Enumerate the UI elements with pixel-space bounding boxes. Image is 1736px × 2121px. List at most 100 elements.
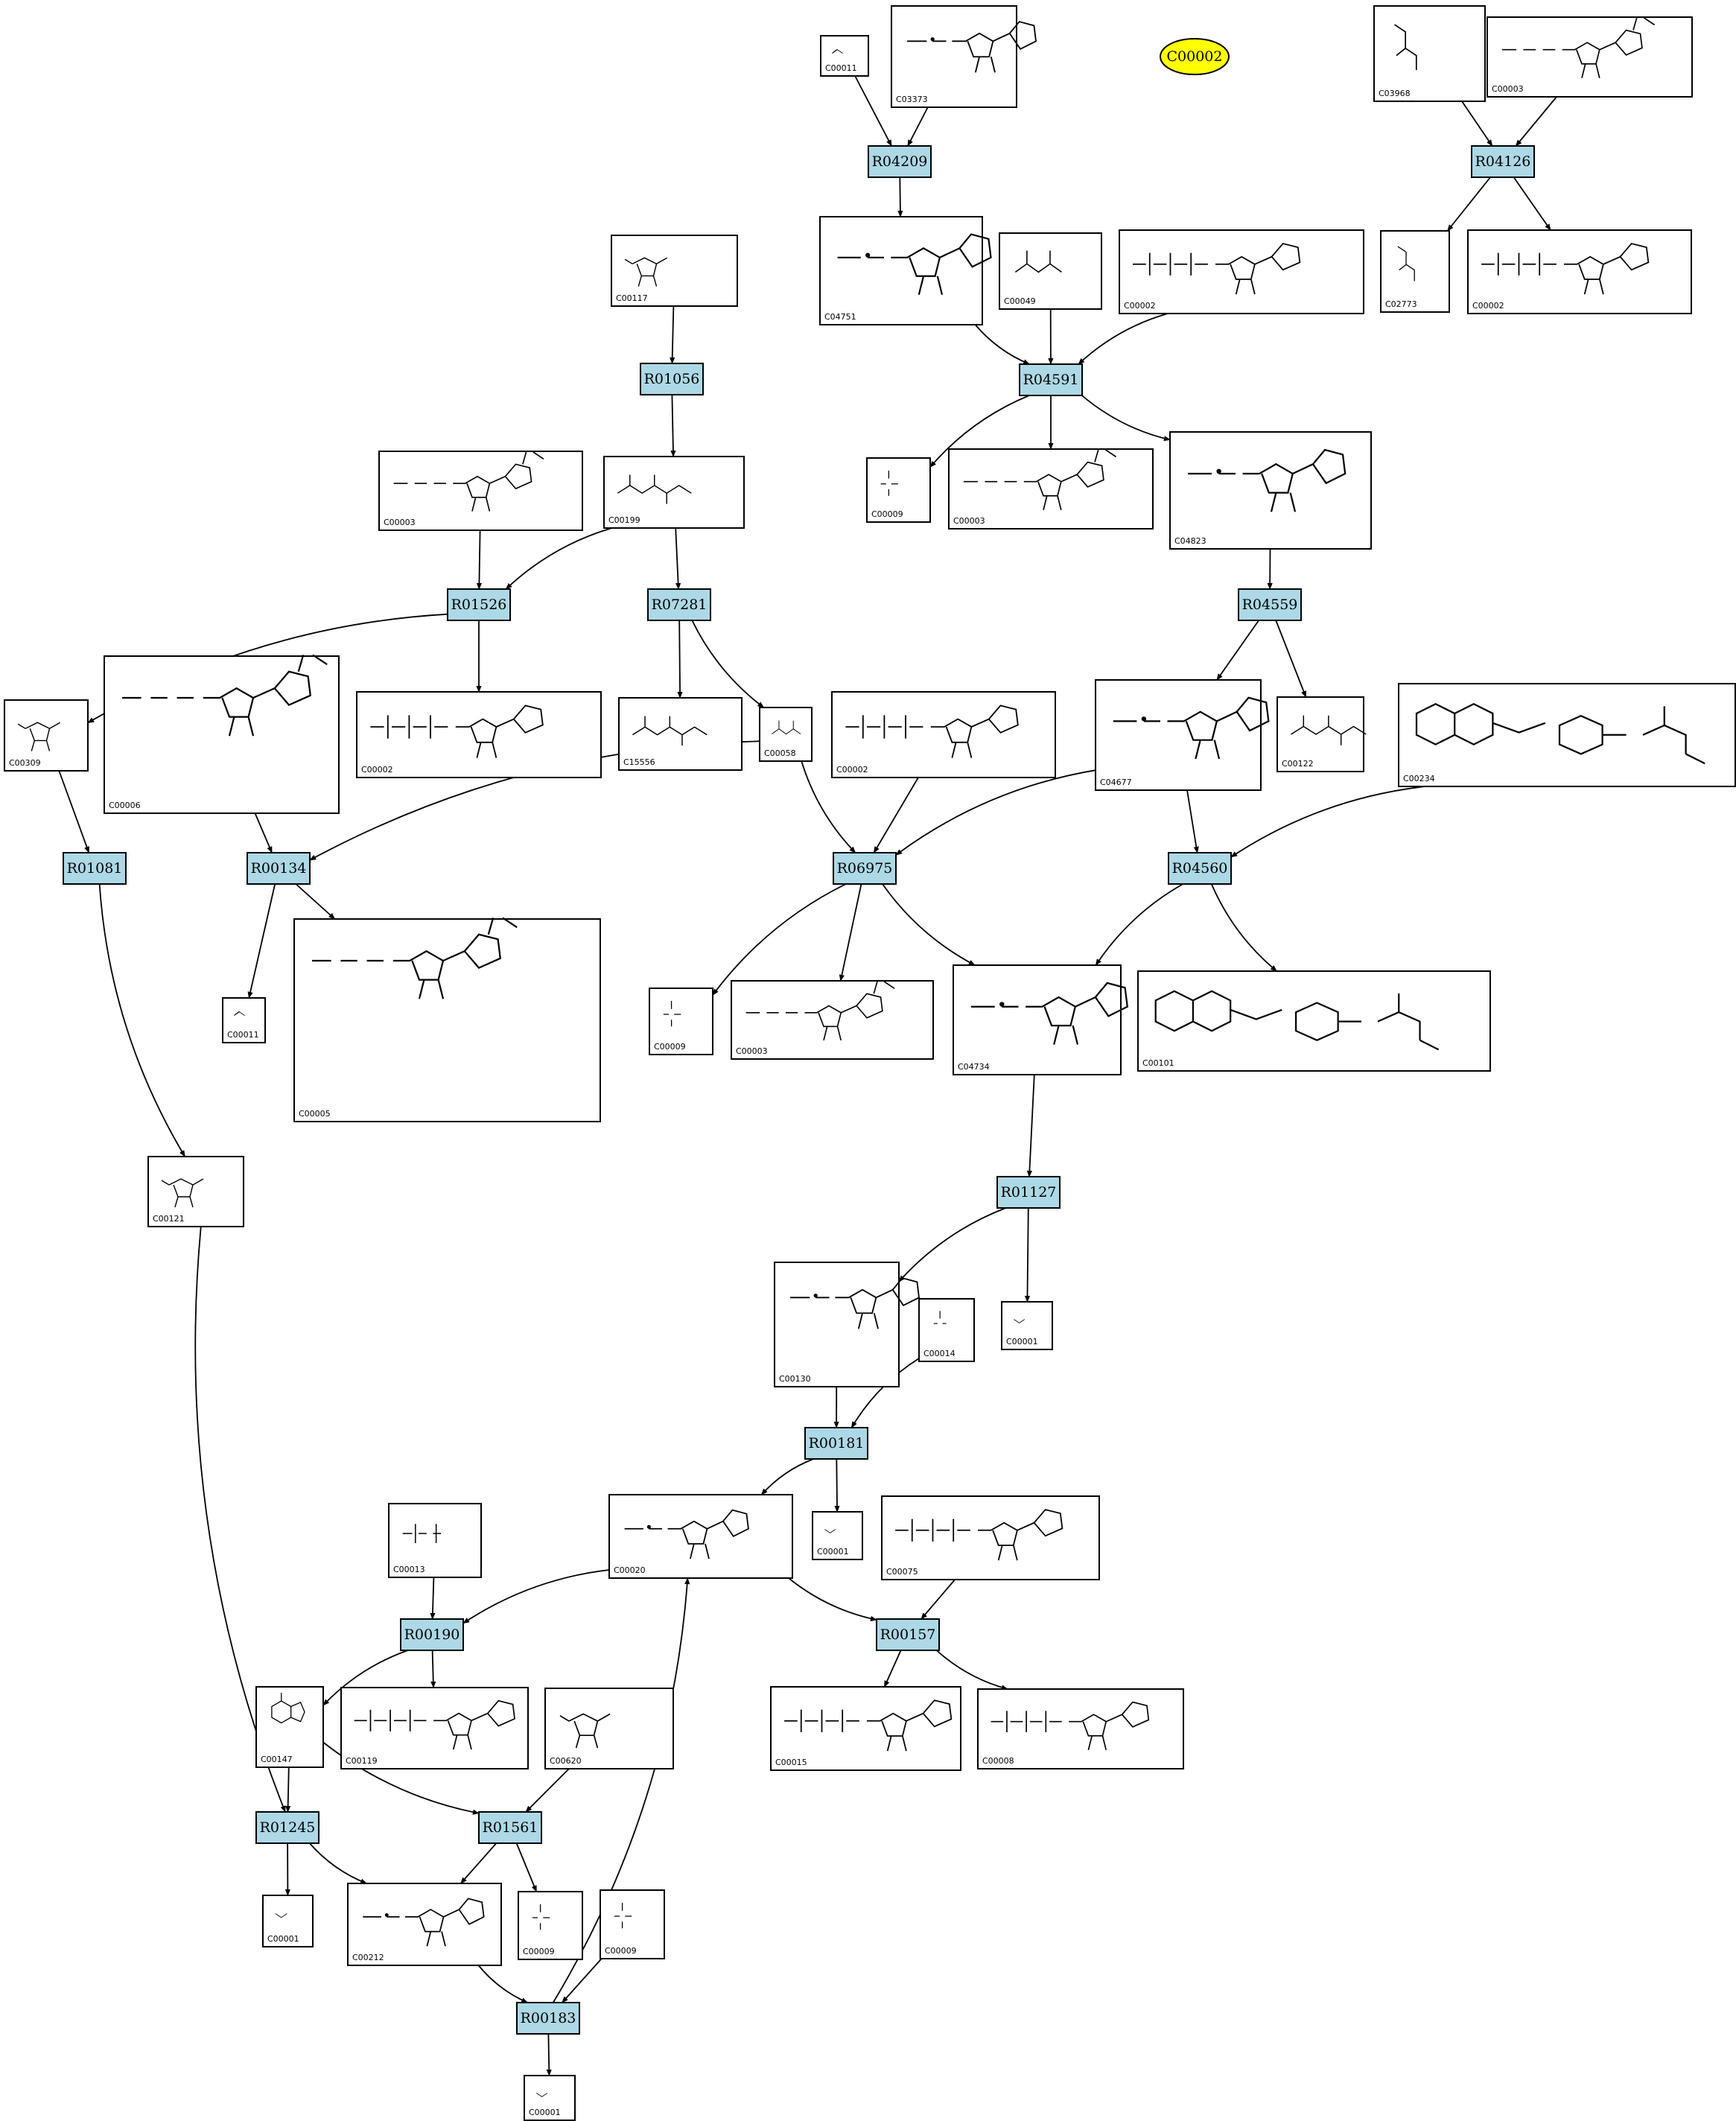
compound-C00013[interactable]: C00013: [388, 1503, 482, 1578]
reaction-R00183[interactable]: R00183: [516, 2002, 580, 2035]
compound-box: [1380, 230, 1450, 313]
compound-C00049[interactable]: C00049: [999, 232, 1102, 310]
compound-box: [1001, 1301, 1053, 1350]
reaction-R07281[interactable]: R07281: [647, 588, 711, 621]
reaction-R00134[interactable]: R00134: [247, 852, 311, 885]
reaction-R01561[interactable]: R01561: [478, 1811, 542, 1844]
reaction-R00190[interactable]: R00190: [400, 1618, 464, 1651]
edge-c1-R04209: [854, 75, 892, 147]
edge-c12-R07281: [675, 527, 681, 590]
compound-C00011[interactable]: C00011: [820, 35, 869, 77]
compound-C00117[interactable]: C00117: [611, 235, 738, 307]
edge-R00134-c26: [295, 883, 336, 920]
compound-C00008[interactable]: C00008: [977, 1688, 1184, 1769]
reaction-label: R01127: [1001, 1184, 1057, 1201]
compound-C04677[interactable]: C04677: [1095, 679, 1270, 791]
compound-label: C00001: [1006, 1337, 1038, 1346]
edge-R04126-c9: [1513, 177, 1551, 231]
reaction-R04560[interactable]: R04560: [1168, 852, 1232, 885]
compound-C00234[interactable]: C00234: [1398, 683, 1736, 787]
edge-c22-R04560: [1186, 789, 1199, 853]
compound-label: C00013: [393, 1565, 425, 1574]
compound-box: [518, 1891, 583, 1960]
compound-C00003[interactable]: C00003: [731, 980, 934, 1060]
compound-C00015[interactable]: C00015: [770, 1686, 961, 1771]
compound-label: C04677: [1100, 778, 1132, 787]
compound-label: C00309: [9, 758, 41, 768]
compound-C03968[interactable]: C03968: [1373, 5, 1486, 102]
compound-box: [812, 1511, 863, 1560]
compound-C00014[interactable]: C00014: [918, 1298, 975, 1362]
compound-C04751[interactable]: C04751: [819, 216, 992, 325]
compound-C00009[interactable]: C00009: [649, 988, 713, 1055]
reaction-label: R01526: [451, 597, 507, 613]
compound-C00003[interactable]: C00003: [1487, 16, 1693, 98]
reaction-R01081[interactable]: R01081: [63, 852, 127, 885]
edge-c20-R06975: [801, 760, 856, 853]
reaction-R04126[interactable]: R04126: [1471, 145, 1535, 178]
compound-C04823[interactable]: C04823: [1169, 431, 1372, 550]
compound-label: C00121: [153, 1214, 185, 1224]
compound-C00002[interactable]: C00002: [356, 691, 602, 778]
compound-C00122[interactable]: C00122: [1276, 696, 1367, 772]
reaction-R00181[interactable]: R00181: [804, 1427, 868, 1460]
compound-C00002[interactable]: C00002: [1467, 229, 1692, 314]
compound-box: [1095, 679, 1262, 791]
compound-C02773[interactable]: C02773: [1380, 230, 1450, 313]
compound-C00121[interactable]: C00121: [147, 1156, 244, 1227]
compound-C00212[interactable]: C00212: [347, 1883, 502, 1966]
compound-box: [1467, 229, 1692, 314]
edge-c45-R00183: [477, 1965, 529, 2003]
compound-C00005[interactable]: C00005: [293, 917, 601, 1122]
compound-C00001[interactable]: C00001: [812, 1511, 863, 1560]
reaction-R04591[interactable]: R04591: [1019, 363, 1083, 396]
compound-C00002[interactable]: C00002: [831, 691, 1056, 778]
edge-c4-R04126: [1515, 96, 1557, 147]
compound-label: C00011: [825, 63, 857, 73]
reaction-R01245[interactable]: R01245: [255, 1811, 319, 1844]
compound-C15556[interactable]: C15556: [618, 697, 743, 771]
reaction-R04559[interactable]: R04559: [1238, 588, 1302, 621]
compound-C00002[interactable]: C00002: [1119, 229, 1364, 314]
compound-C00003[interactable]: C00003: [948, 448, 1154, 530]
compound-C00001[interactable]: C00001: [524, 2075, 576, 2121]
compound-label: C00002: [1124, 301, 1156, 311]
compound-C00620[interactable]: C00620: [544, 1688, 674, 1769]
reaction-R06975[interactable]: R06975: [833, 852, 897, 885]
compound-C00020[interactable]: C00020: [608, 1494, 793, 1579]
compound-C00009[interactable]: C00009: [518, 1891, 583, 1960]
compound-C00101[interactable]: C00101: [1137, 970, 1491, 1072]
compound-C00130[interactable]: C00130: [774, 1262, 920, 1387]
compound-C00003[interactable]: C00003: [378, 451, 583, 531]
reaction-R04209[interactable]: R04209: [868, 145, 932, 178]
reaction-R00157[interactable]: R00157: [876, 1618, 940, 1651]
compound-C00199[interactable]: C00199: [603, 456, 745, 529]
compound-label: C00009: [605, 1946, 637, 1956]
compound-C00006[interactable]: C00006: [104, 654, 340, 814]
compound-C04734[interactable]: C04734: [953, 964, 1128, 1075]
compound-label: C00620: [550, 1756, 582, 1766]
compound-C00011[interactable]: C00011: [222, 997, 266, 1043]
compound-C00001[interactable]: C00001: [1001, 1301, 1053, 1350]
edge-R07281-c20: [691, 620, 765, 708]
compound-C00147[interactable]: C00147: [255, 1686, 324, 1768]
compound-C00009[interactable]: C00009: [866, 457, 931, 523]
compound-box: [918, 1298, 975, 1362]
compound-C00058[interactable]: C00058: [759, 707, 813, 762]
reaction-R01056[interactable]: R01056: [640, 363, 704, 395]
compound-C00009[interactable]: C00009: [600, 1889, 665, 1959]
reaction-R01526[interactable]: R01526: [447, 588, 511, 621]
compound-C00001[interactable]: C00001: [262, 1895, 314, 1947]
reaction-box: [804, 1427, 868, 1460]
reaction-box: [876, 1618, 940, 1651]
compound-C00119[interactable]: C00119: [340, 1687, 529, 1769]
reaction-label: R01081: [67, 860, 123, 877]
compound-C00309[interactable]: C00309: [4, 699, 89, 772]
edge-R01127-c34: [1024, 1207, 1031, 1303]
edge-c38-R00157: [921, 1579, 956, 1620]
compound-C00075[interactable]: C00075: [881, 1495, 1100, 1580]
compound-C03373[interactable]: C03373: [891, 5, 1037, 108]
reaction-R01127[interactable]: R01127: [996, 1176, 1061, 1209]
